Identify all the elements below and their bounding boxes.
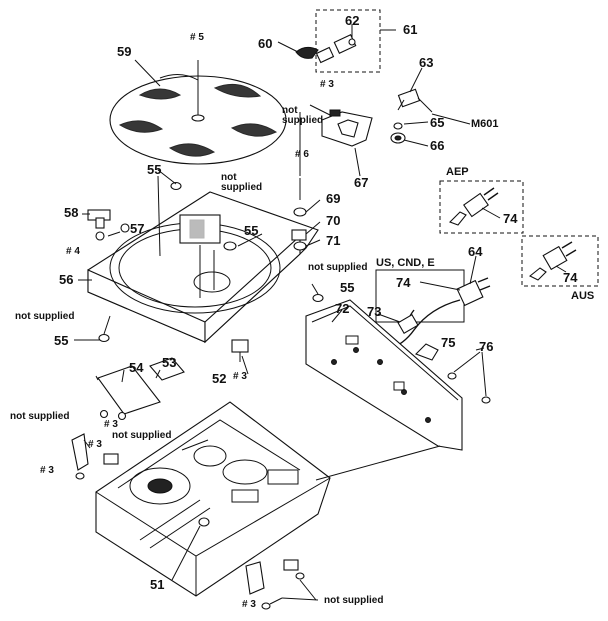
callout-72: 72 — [335, 301, 350, 316]
part-54-53-brackets — [97, 357, 185, 421]
callout-74-us: 74 — [396, 275, 411, 290]
region-aus: AUS — [571, 290, 595, 302]
part-62-60-assembly — [295, 34, 357, 64]
region-us-cnd-e: US, CND, E — [376, 257, 435, 269]
aep-plug — [449, 187, 499, 226]
part-63-switch — [397, 88, 433, 113]
callout-69: 69 — [326, 191, 341, 206]
callout-60: 60 — [258, 36, 273, 51]
screw-3-label-top: # 3 — [320, 79, 334, 90]
part-67-bracket — [321, 109, 373, 147]
callout-58: 58 — [64, 205, 79, 220]
note-not-supplied-55: not supplied — [308, 262, 368, 273]
note-not-supplied-left: not supplied — [15, 311, 75, 322]
callout-63: 63 — [419, 55, 434, 70]
leader-lines — [74, 24, 567, 605]
part-59-disc-table — [109, 60, 287, 165]
callout-70: 70 — [326, 213, 341, 228]
callout-61: 61 — [403, 22, 418, 37]
screw-3-label-left: # 3 — [40, 465, 54, 476]
callout-52: 52 — [212, 371, 227, 386]
callout-74-aep: 74 — [503, 211, 518, 226]
aep-plug-box — [439, 180, 524, 234]
callout-71: 71 — [326, 233, 341, 248]
part-52 — [231, 339, 249, 353]
callout-67: 67 — [354, 175, 369, 190]
callout-55-top: 55 — [147, 162, 162, 177]
part-58-clip — [87, 209, 111, 241]
screw-6-label: # 6 — [295, 149, 309, 160]
callout-51: 51 — [150, 577, 165, 592]
callout-55-right: 55 — [340, 280, 355, 295]
screw-3-label-clip: # 3 — [88, 439, 102, 450]
note-not-supplied-67: not supplied — [282, 105, 324, 126]
screw-5-label: # 5 — [190, 32, 204, 43]
callout-55-mid: 55 — [244, 223, 259, 238]
callout-74-aus: 74 — [563, 270, 578, 285]
part-m601-label: M601 — [471, 118, 499, 130]
parts-69-71 — [291, 199, 321, 251]
callout-62: 62 — [345, 13, 360, 28]
screw-4-label: # 4 — [66, 246, 80, 257]
aus-plug-box — [521, 235, 599, 287]
callout-59: 59 — [117, 44, 132, 59]
screw-3-label-54: # 3 — [104, 419, 118, 430]
screw-3-label-bottom: # 3 — [242, 599, 256, 610]
callout-75: 75 — [441, 335, 456, 350]
callout-54: 54 — [129, 360, 144, 375]
callout-66: 66 — [430, 138, 445, 153]
callout-55-left: 55 — [54, 333, 69, 348]
callout-65: 65 — [430, 115, 445, 130]
callout-53: 53 — [162, 355, 177, 370]
part-61-box — [315, 9, 381, 73]
main-chassis — [95, 401, 331, 597]
us-plug-box — [375, 269, 465, 323]
note-not-supplied-chassis: not supplied — [112, 430, 172, 441]
note-not-supplied-clip: not supplied — [10, 411, 70, 422]
aus-plug — [528, 241, 577, 281]
callout-64: 64 — [468, 244, 483, 259]
screw-3-label-52: # 3 — [233, 371, 247, 382]
callout-57: 57 — [130, 221, 145, 236]
side-clips — [71, 433, 305, 610]
part-56-tray — [87, 191, 319, 344]
part-72-front-panel — [305, 299, 463, 451]
note-not-supplied-tray: not supplied — [221, 172, 263, 193]
callout-56: 56 — [59, 272, 74, 287]
note-not-supplied-bottom: not supplied — [324, 595, 384, 606]
callout-73: 73 — [367, 304, 382, 319]
callout-76: 76 — [479, 339, 494, 354]
region-aep: AEP — [446, 166, 469, 178]
